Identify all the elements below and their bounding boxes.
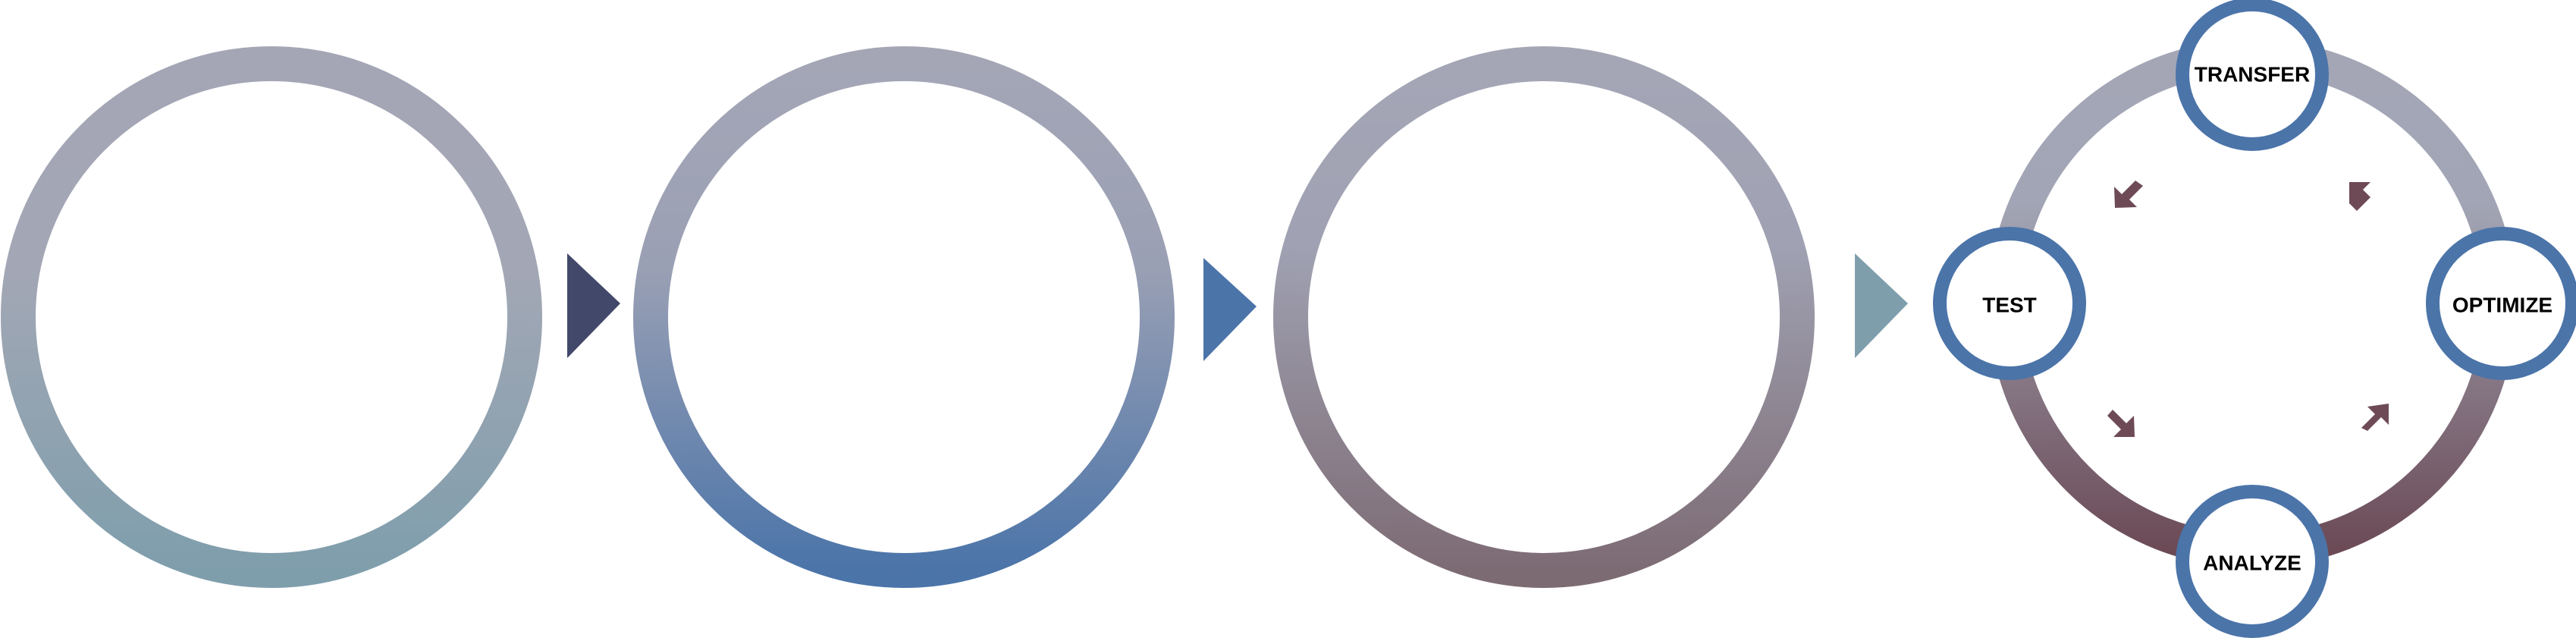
node-label: ANALYZE [2203, 552, 2301, 575]
node-transfer: TRANSFER [2176, 0, 2329, 151]
node-test: TEST [1933, 227, 2086, 380]
stage-ring-3 [1273, 46, 1815, 588]
cycle-arrow-icon [2114, 181, 2143, 208]
chevron-right-icon [1855, 253, 1908, 358]
node-optimize: OPTIMIZE [2426, 227, 2576, 380]
node-label: OPTIMIZE [2452, 294, 2552, 317]
stage-ring-2 [633, 46, 1175, 588]
node-label: TRANSFER [2195, 63, 2310, 86]
cycle-arrow-icon [2107, 410, 2135, 437]
cycle-arrow-icon [2349, 182, 2377, 211]
cycle-arrow-icon [2361, 404, 2389, 431]
stage-ring-1 [1, 46, 542, 588]
chevron-right-icon [1203, 258, 1257, 361]
node-analyze: ANALYZE [2176, 485, 2329, 638]
chevron-right-icon [567, 253, 620, 358]
node-label: TEST [1982, 294, 2037, 317]
